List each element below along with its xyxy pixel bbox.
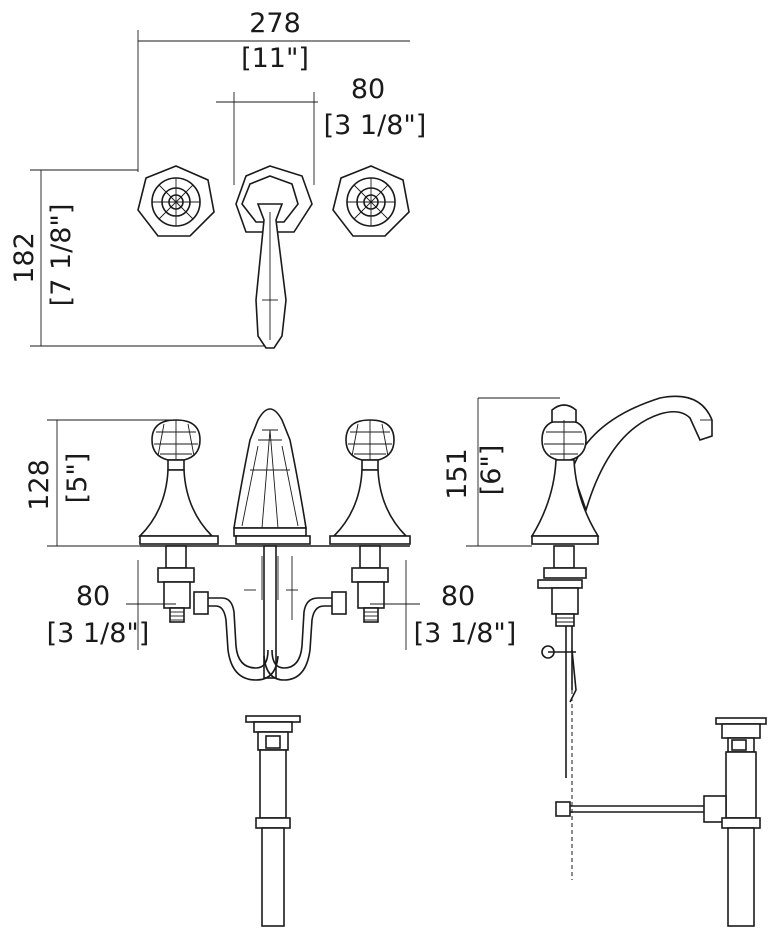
dim-182-mm: 182 [9, 232, 40, 284]
dim-80-top-mm: 80 [351, 74, 385, 105]
top-view: 278 [11"] 80 [3 1/8"] 182 [7 1/8"] [9, 8, 427, 349]
left-handle-top [137, 165, 215, 237]
right-handle-front [329, 419, 411, 623]
dim-80-right-mm: 80 [441, 581, 475, 612]
dim-80-left-mm: 80 [76, 581, 110, 612]
dim-128-inch: [5"] [62, 453, 93, 504]
dim-80-top-inch: [3 1/8"] [324, 110, 427, 141]
front-view: 128 [5"] [24, 408, 517, 927]
side-view: 151 [6"] [442, 395, 767, 927]
dim-278-mm: 278 [249, 8, 301, 39]
right-handle-top [332, 165, 410, 237]
dim-151-inch: [6"] [476, 445, 507, 496]
drain-side [703, 717, 767, 927]
dim-128-mm: 128 [24, 459, 55, 511]
spout-top [235, 165, 313, 349]
left-handle-front [138, 419, 219, 623]
dim-151-mm: 151 [442, 448, 473, 500]
dim-278-inch: [11"] [241, 43, 309, 74]
drain-front [245, 715, 301, 927]
dim-80-left-inch: [3 1/8"] [47, 618, 150, 649]
supply-tubes [193, 591, 347, 681]
spout-front [233, 408, 311, 679]
dim-80-right-inch: [3 1/8"] [414, 618, 517, 649]
dim-182-inch: [7 1/8"] [46, 204, 77, 307]
